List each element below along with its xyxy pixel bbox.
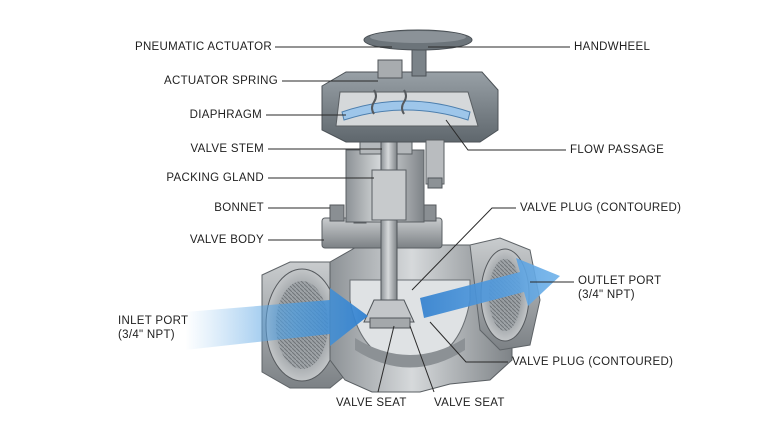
label-diaphragm: DIAPHRAGM — [189, 109, 262, 121]
label-valve-plug-top: VALVE PLUG (CONTOURED) — [520, 202, 682, 214]
label-actuator-spring: ACTUATOR SPRING — [164, 75, 278, 87]
bonnet-shape — [321, 139, 443, 249]
label-handwheel: HANDWHEEL — [574, 41, 651, 53]
label-pneumatic-actuator: PNEUMATIC ACTUATOR — [134, 41, 272, 53]
label-valve-seat-left: VALVE SEAT — [336, 397, 407, 409]
handwheel-shape — [363, 29, 473, 77]
leader-valve-seat-left — [377, 325, 395, 393]
actuator-shape — [321, 59, 499, 189]
leader-flow-passage — [445, 119, 566, 151]
label-valve-body: VALVE BODY — [189, 234, 264, 246]
label-inlet-port: INLET PORT (3/4" NPT) — [118, 315, 189, 341]
label-valve-stem: VALVE STEM — [190, 143, 264, 155]
label-valve-seat-right: VALVE SEAT — [434, 397, 505, 409]
label-packing-gland: PACKING GLAND — [166, 172, 264, 184]
label-valve-plug-bottom: VALVE PLUG (CONTOURED) — [512, 356, 674, 368]
label-bonnet: BONNET — [214, 202, 264, 214]
leader-valve-seat-right — [409, 325, 435, 393]
label-flow-passage: FLOW PASSAGE — [570, 144, 665, 156]
leader-valve-plug-top — [411, 207, 516, 291]
leader-lines — [266, 46, 574, 393]
label-outlet-port: OUTLET PORT (3/4" NPT) — [578, 275, 662, 301]
leader-valve-plug-bottom — [429, 321, 508, 363]
flow-arrows — [185, 258, 560, 350]
